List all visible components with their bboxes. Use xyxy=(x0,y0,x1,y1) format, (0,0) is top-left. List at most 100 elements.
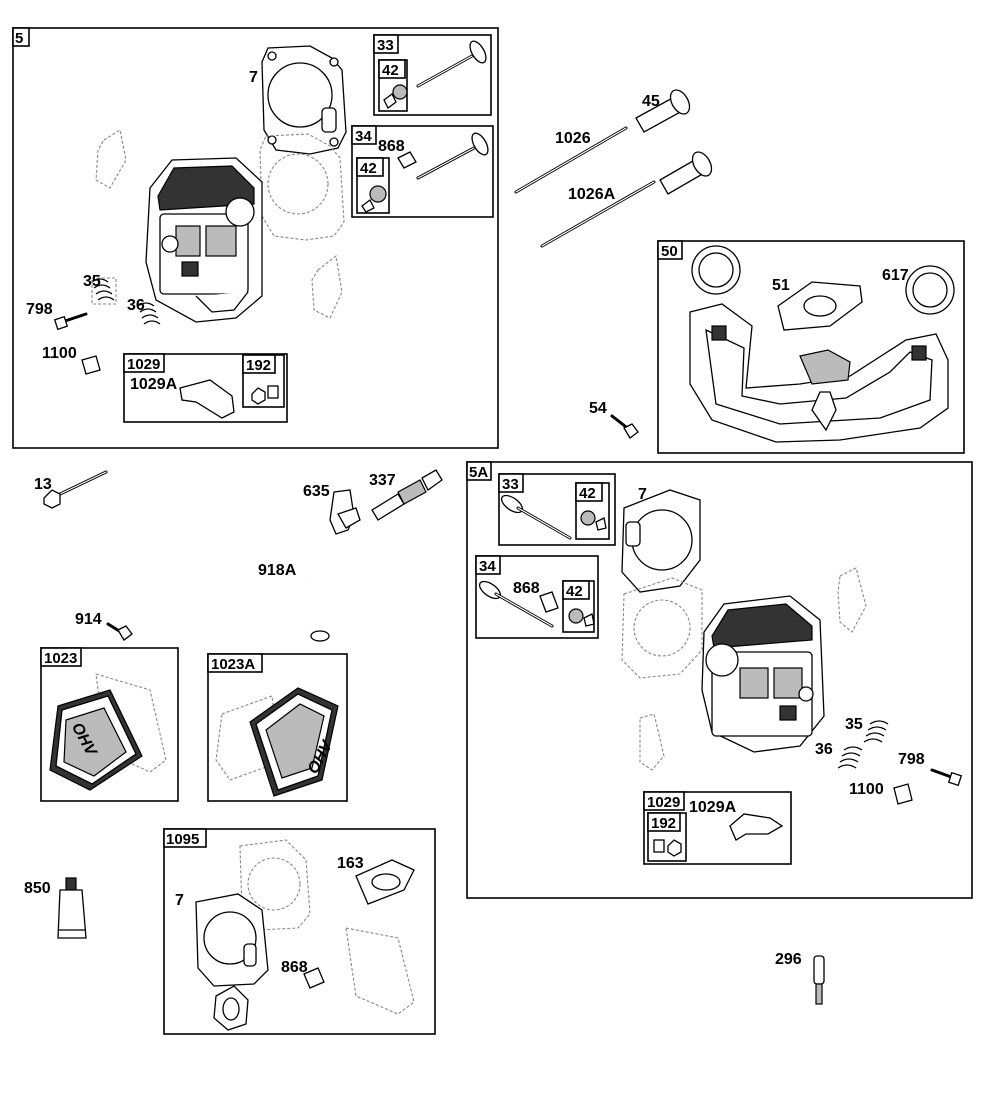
sealant-tube-850[interactable] xyxy=(57,877,87,939)
valve-spring-35[interactable] xyxy=(91,277,117,305)
callout-868-label: 868 xyxy=(513,580,540,597)
exhaust-valve[interactable] xyxy=(477,578,554,628)
cylinder-head[interactable] xyxy=(145,157,263,323)
valve-cover[interactable]: OHV xyxy=(249,687,339,797)
valve-seal[interactable] xyxy=(568,608,584,624)
group-1023a-tag xyxy=(207,653,263,673)
part-296[interactable] xyxy=(813,955,825,1005)
exhaust-gasket-ghost xyxy=(837,567,867,633)
valve-keeper[interactable] xyxy=(583,613,595,627)
valve-seal[interactable] xyxy=(392,84,408,100)
carburetor-gasket-51[interactable] xyxy=(777,281,863,331)
valve-spring-36[interactable] xyxy=(137,302,161,325)
intake-manifold[interactable] xyxy=(689,303,949,443)
group-1023-tag-label: 1023 xyxy=(44,650,77,667)
rocker-nut[interactable] xyxy=(667,839,682,857)
valve-guide[interactable] xyxy=(303,967,325,989)
exhaust-gasket-163[interactable] xyxy=(355,859,415,905)
callout-13-label: 13 xyxy=(34,476,52,493)
intake-valve[interactable] xyxy=(499,492,572,540)
group-50: 50 617 51 xyxy=(657,240,965,454)
group-1029-tag-label: 1029 xyxy=(127,356,160,373)
valve-tappet-45[interactable] xyxy=(635,87,693,133)
group-1023-frame xyxy=(40,647,179,802)
group-33b-tag-label: 33 xyxy=(502,476,519,493)
push-rod-1026[interactable] xyxy=(514,126,628,194)
callout-45-label: 45 xyxy=(642,93,660,110)
callout-868-label: 868 xyxy=(281,959,308,976)
valve-tappet[interactable] xyxy=(659,149,715,195)
head-gasket[interactable] xyxy=(621,489,701,593)
group-1029b-tag-label: 1029 xyxy=(647,794,680,811)
group-1029-tag xyxy=(123,353,165,373)
rocker-arm[interactable] xyxy=(179,379,235,419)
callout-51-label: 51 xyxy=(772,277,790,294)
valve-keeper[interactable] xyxy=(383,93,397,109)
valve-keeper[interactable] xyxy=(595,517,607,531)
rocker-stud-guide-1100[interactable] xyxy=(893,783,913,805)
group-1095-tag-label: 1095 xyxy=(166,831,199,848)
valve-cover[interactable]: OHV xyxy=(49,689,143,791)
group-34b-frame xyxy=(475,555,599,639)
group-33-frame xyxy=(373,34,492,116)
rocker-stud-guide-1100[interactable] xyxy=(81,355,101,375)
manifold-bolt-54[interactable] xyxy=(610,414,639,439)
callout-54-label: 54 xyxy=(589,400,607,417)
push-rod-1026a[interactable] xyxy=(540,180,656,248)
cover-gasket-ghost xyxy=(95,673,167,773)
rocker-arm[interactable] xyxy=(729,813,784,841)
callout-1026-label: 1026 xyxy=(555,130,591,147)
rocker-bolt-798[interactable] xyxy=(930,768,963,787)
group-42d-tag-label: 42 xyxy=(566,583,583,600)
callout-617-label: 617 xyxy=(882,267,909,284)
group-1095-tag xyxy=(163,828,207,848)
group-50-tag xyxy=(657,240,683,260)
group-1029b-tag xyxy=(643,791,685,811)
valve-guide[interactable] xyxy=(539,591,559,613)
valve-spring-36[interactable] xyxy=(837,746,863,769)
group-50-tag-label: 50 xyxy=(661,243,678,260)
group-42b-tag-label: 42 xyxy=(360,160,377,177)
group-33b-tag xyxy=(498,473,524,493)
group-33b-frame xyxy=(498,473,616,546)
callout-7-label: 7 xyxy=(249,69,258,86)
set-screw[interactable] xyxy=(653,839,665,853)
group-34b-tag xyxy=(475,555,501,575)
group-33-tag xyxy=(373,34,399,54)
valve-keeper[interactable] xyxy=(361,199,375,213)
callout-337-label: 337 xyxy=(369,472,396,489)
cover-screw-914[interactable] xyxy=(106,622,133,641)
valve-seal[interactable] xyxy=(580,510,596,526)
set-screw[interactable] xyxy=(267,385,279,399)
intake-valve[interactable] xyxy=(416,39,489,88)
manifold-gasket-left[interactable] xyxy=(691,245,741,295)
exhaust-valve[interactable] xyxy=(416,131,491,180)
callout-7-label: 7 xyxy=(638,486,647,503)
rocker-bolt-798[interactable] xyxy=(53,312,88,331)
rocker-nut[interactable] xyxy=(251,387,266,405)
head-bolt-13[interactable] xyxy=(43,470,108,509)
spark-plug-337[interactable] xyxy=(371,469,443,521)
callout-1029a-label: 1029A xyxy=(689,799,737,816)
group-34-tag-label: 34 xyxy=(355,128,372,145)
valve-spring-35[interactable] xyxy=(863,720,889,743)
cylinder-head[interactable] xyxy=(701,595,825,753)
head-gasket-ghost xyxy=(621,577,703,679)
group-42c-tag xyxy=(575,482,603,502)
valve-guide[interactable] xyxy=(397,151,417,169)
group-42a-tag xyxy=(378,59,406,79)
breather-tube-918a[interactable] xyxy=(304,576,330,642)
cover-gasket-ghost xyxy=(345,927,415,1015)
head-gasket[interactable] xyxy=(195,893,269,987)
head-gasket[interactable] xyxy=(261,45,347,155)
head-gasket-ghost xyxy=(259,133,345,241)
group-192b-tag-label: 192 xyxy=(651,815,676,832)
group-33-tag-label: 33 xyxy=(377,37,394,54)
spark-plug-boot-635[interactable] xyxy=(329,489,361,535)
callout-1026a-label: 1026A xyxy=(568,186,616,203)
callout-635-label: 635 xyxy=(303,483,330,500)
manifold-gasket-right[interactable] xyxy=(905,265,955,315)
group-42c-tag-label: 42 xyxy=(579,485,596,502)
valve-seal[interactable] xyxy=(369,185,387,203)
intake-gasket[interactable] xyxy=(213,985,249,1031)
